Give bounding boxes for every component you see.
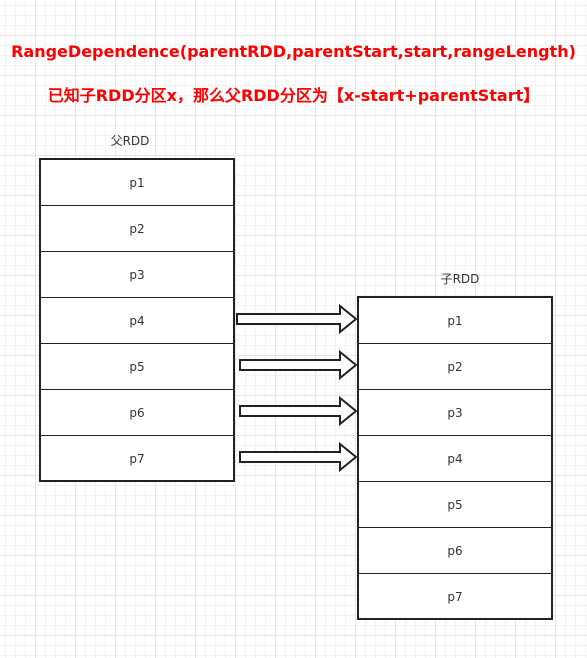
child-partition-p6: p6 [359, 528, 551, 574]
parent-rdd-label: 父RDD [110, 134, 150, 148]
child-partition-p5: p5 [359, 482, 551, 528]
diagram-title: RangeDependence(parentRDD,parentStart,st… [11, 42, 576, 61]
arrow-p6-to-p3 [239, 395, 358, 427]
arrow-p4-to-p1 [236, 303, 358, 335]
parent-rdd-box: p1 p2 p3 p4 p5 p6 p7 [39, 158, 235, 482]
child-rdd-label: 子RDD [440, 272, 480, 286]
parent-partition-p6: p6 [41, 390, 233, 436]
diagram-subtitle: 已知子RDD分区x，那么父RDD分区为【x-start+parentStart】 [47, 86, 540, 105]
parent-partition-p3: p3 [41, 252, 233, 298]
parent-partition-p5: p5 [41, 344, 233, 390]
child-rdd-box: p1 p2 p3 p4 p5 p6 p7 [357, 296, 553, 620]
parent-partition-p2: p2 [41, 206, 233, 252]
arrow-p5-to-p2 [239, 349, 358, 381]
parent-partition-p4: p4 [41, 298, 233, 344]
parent-partition-p7: p7 [129, 451, 145, 466]
arrow-p7-to-p4 [239, 441, 358, 473]
child-partition-p2: p2 [359, 344, 551, 390]
child-partition-p1: p1 [359, 298, 551, 344]
child-partition-p7: p7 [447, 589, 463, 604]
child-partition-p4: p4 [359, 436, 551, 482]
child-partition-p3: p3 [359, 390, 551, 436]
parent-partition-p1: p1 [41, 160, 233, 206]
